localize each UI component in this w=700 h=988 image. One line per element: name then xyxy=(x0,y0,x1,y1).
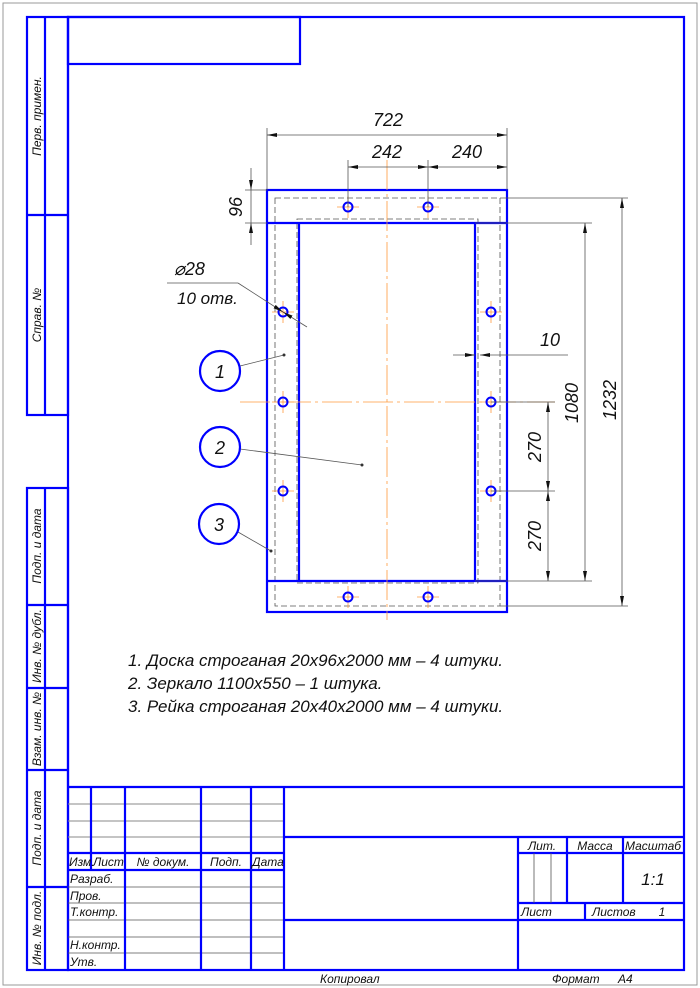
mass-label: Масса xyxy=(577,839,613,853)
side-label: Справ. № xyxy=(30,288,44,343)
title-block: Изм. Лист № докум. Подп. Дата Разраб. Пр… xyxy=(68,785,684,986)
technical-notes: 1. Доска строганая 20x96x2000 мм – 4 шту… xyxy=(127,651,503,716)
side-label: Подп. и дата xyxy=(30,790,44,865)
col-header: Подп. xyxy=(210,855,242,869)
note-2: 2. Зеркало 1100x550 – 1 штука. xyxy=(127,674,382,693)
dim-vertical-spacing-2: 270 xyxy=(525,521,545,552)
sheet-label: Лист xyxy=(520,905,552,919)
note-3: 3. Рейка строганая 20x40x2000 мм – 4 шту… xyxy=(128,697,503,716)
scale-label: Масштаб xyxy=(625,839,682,853)
dim-hole-spacing-1: 242 xyxy=(371,142,402,162)
note-1: 1. Доска строганая 20x96x2000 мм – 4 шту… xyxy=(128,651,503,670)
hole xyxy=(480,301,502,323)
drawing-frame xyxy=(25,15,686,972)
dim-hole-diameter: ⌀28 xyxy=(174,259,205,279)
sheets-value: 1 xyxy=(659,905,666,919)
hole-circle xyxy=(342,591,354,603)
part-balloons: 1 2 3 xyxy=(197,349,364,553)
side-label: Взам. инв. № xyxy=(30,692,44,766)
hole-circle xyxy=(485,306,497,318)
hidden-inner xyxy=(296,218,479,584)
side-label: Подп. и дата xyxy=(30,508,44,583)
top-left-box xyxy=(66,15,302,66)
hole xyxy=(272,480,294,502)
col-header: Дата xyxy=(250,855,284,869)
col-header: № докум. xyxy=(137,855,190,869)
dim-board-width: 96 xyxy=(226,196,246,217)
format-label: Формат xyxy=(552,972,600,986)
lit-label: Лит. xyxy=(527,839,556,853)
mirror-frame-view xyxy=(240,160,555,620)
hole-circle xyxy=(277,396,289,408)
balloon-1 xyxy=(198,349,242,393)
hole-circle xyxy=(277,485,289,497)
dim-overall-width: 722 xyxy=(373,110,403,130)
balloon-2 xyxy=(198,425,242,469)
hole xyxy=(417,586,439,608)
side-label: Инв. № подл. xyxy=(30,891,44,965)
balloon-3 xyxy=(197,502,241,546)
dim-inner-height: 1080 xyxy=(562,383,582,423)
side-label: Перв. примен. xyxy=(30,76,44,156)
copied-label: Копировал xyxy=(320,972,380,986)
balloon-label: 1 xyxy=(215,362,225,382)
hole-circle xyxy=(422,591,434,603)
side-label: Инв. № дубл. xyxy=(30,609,44,683)
role-label: Т.контр. xyxy=(70,905,118,919)
balloon-label: 3 xyxy=(214,515,224,535)
hole xyxy=(337,586,359,608)
hole xyxy=(272,391,294,413)
side-strip-labels: Перв. примен. Справ. № Подп. и дата Инв.… xyxy=(30,76,44,965)
dim-hole-count: 10 отв. xyxy=(177,289,238,308)
balloon-label: 2 xyxy=(214,438,225,458)
scale-value: 1:1 xyxy=(641,870,665,889)
role-label: Разраб. xyxy=(70,872,113,886)
role-label: Утв. xyxy=(69,955,97,969)
role-label: Пров. xyxy=(70,889,102,903)
dim-vertical-spacing-1: 270 xyxy=(525,432,545,463)
format-value: A4 xyxy=(617,972,633,986)
dim-overall-height: 1232 xyxy=(600,380,620,420)
dim-hole-spacing-2: 240 xyxy=(451,142,482,162)
sheets-label: Листов xyxy=(591,905,636,919)
dim-offset: 10 xyxy=(540,330,560,350)
col-header: Лист xyxy=(92,855,124,869)
role-label: Н.контр. xyxy=(70,938,121,952)
col-header: Изм. xyxy=(69,855,95,869)
dimensions: 722 242 240 96 ⌀28 10 отв. 10 1232 108 xyxy=(167,110,628,607)
